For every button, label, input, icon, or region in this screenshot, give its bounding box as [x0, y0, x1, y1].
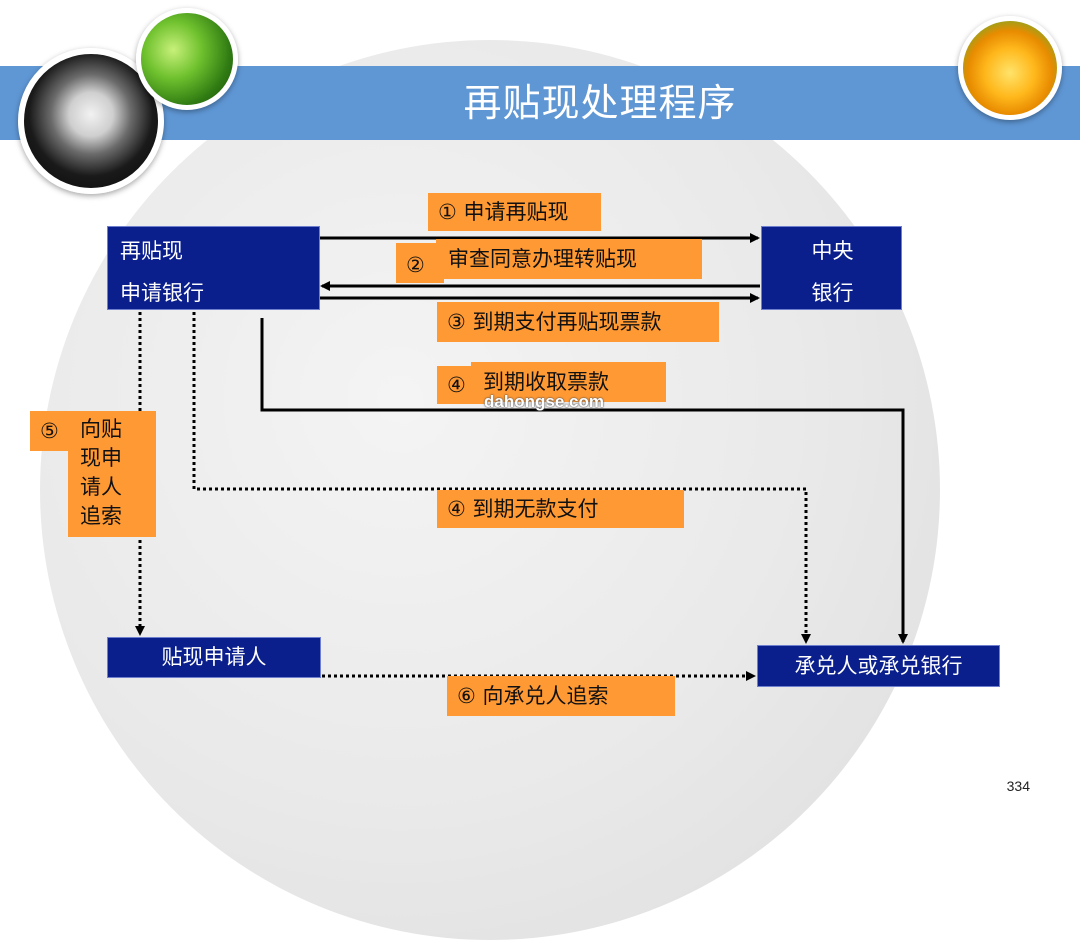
step-2-label: 审查同意办理转贴现 [436, 239, 702, 279]
flow-connectors [135, 233, 908, 681]
node-acceptor-label: 承兑人或承兑银行 [794, 654, 963, 678]
step-5-number-text: ⑤ [40, 419, 59, 443]
step-3-label: ③ 到期支付再贴现票款 [437, 302, 719, 342]
step-5-line3: 请人 [80, 475, 122, 499]
tulip-photo [958, 16, 1062, 120]
node-central-bank: 中央 银行 [761, 226, 902, 310]
step-5-line2: 现申 [80, 446, 122, 470]
page-title: 再贴现处理程序 [463, 81, 737, 125]
node-central-bank-line2: 银行 [811, 281, 854, 305]
node-applicant: 贴现申请人 [107, 637, 321, 678]
step-4a-number-text: ④ [447, 373, 466, 397]
watermark: dahongse.com [484, 392, 604, 411]
node-apply-bank-line1: 再贴现 [120, 239, 183, 263]
step-4a-label: 到期收取票款 [471, 362, 666, 402]
node-acceptor: 承兑人或承兑银行 [757, 645, 1000, 687]
node-apply-bank-line2: 申请银行 [120, 281, 204, 305]
step-2-number-text: ② [406, 253, 425, 277]
step-6-label: ⑥ 向承兑人追索 [447, 676, 675, 716]
step-5-line1: 向贴 [80, 417, 122, 441]
node-applicant-label: 贴现申请人 [161, 645, 267, 669]
arrow-4-collect [260, 318, 908, 644]
step-4b-label: ④ 到期无款支付 [437, 490, 684, 528]
step-5-label: 向贴 现申 请人 追索 [68, 411, 156, 537]
page-number: 334 [1006, 778, 1030, 794]
step-5-line4: 追索 [80, 504, 122, 528]
arrow-4-no-payment [192, 312, 811, 644]
node-apply-bank: 再贴现 申请银行 [107, 226, 320, 310]
node-central-bank-line1: 中央 [811, 239, 854, 263]
step-1-label: ① 申请再贴现 [428, 193, 601, 231]
leaf-photo [136, 8, 238, 110]
